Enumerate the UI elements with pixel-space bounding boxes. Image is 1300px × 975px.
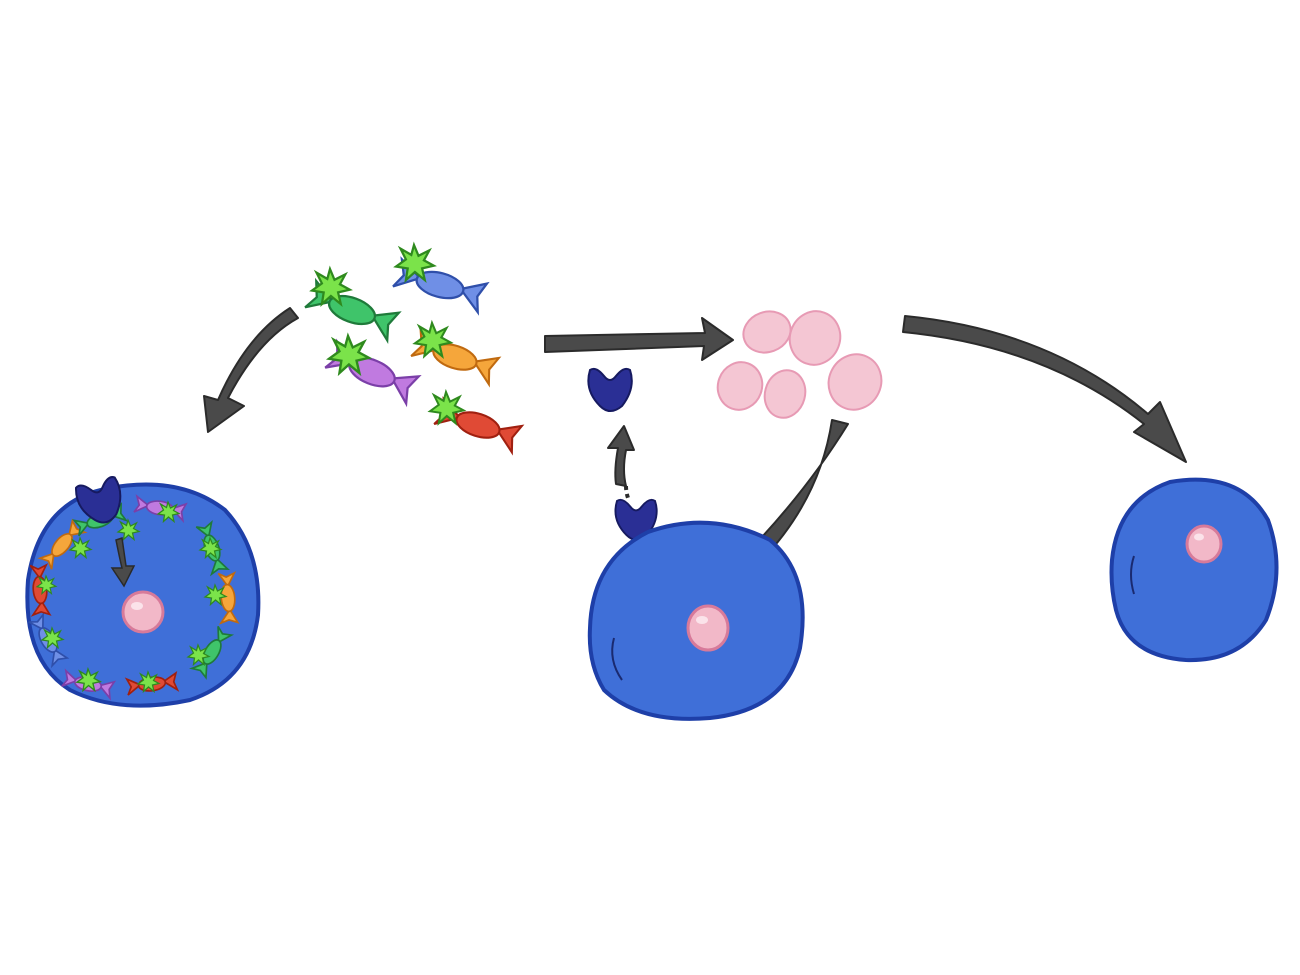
cell-right-body: [1109, 477, 1279, 663]
arrow-to-right-cell: [902, 315, 1187, 463]
cell-middle: [587, 520, 805, 721]
cell-left-nucleus-highlight: [131, 602, 143, 610]
cell-right-nucleus-highlight: [1194, 533, 1204, 541]
cell-middle-highlight: [611, 637, 623, 681]
particle: [742, 310, 792, 354]
cell-left-nucleus: [121, 590, 165, 634]
arrow-to-left-cell: [203, 307, 299, 433]
particle: [827, 353, 883, 411]
cell-middle-nucleus-highlight: [696, 616, 708, 624]
cell-left-with-candy-ring: [25, 474, 261, 708]
particle: [763, 369, 807, 419]
cell-right-highlight: [1130, 555, 1135, 595]
arrow-receptor-recycle: [607, 425, 635, 487]
receptor-icon: [587, 367, 633, 412]
pink-particles: [716, 310, 883, 419]
arrow-to-particles: [544, 317, 734, 361]
cell-middle-nucleus: [686, 604, 730, 652]
recycle-dashes: [624, 485, 630, 499]
internalization-arrow: [110, 537, 136, 588]
particle: [716, 361, 764, 411]
particle: [788, 310, 842, 366]
cell-right: [1109, 477, 1279, 663]
cell-right-nucleus: [1185, 524, 1223, 564]
candy-cluster: [302, 243, 524, 454]
